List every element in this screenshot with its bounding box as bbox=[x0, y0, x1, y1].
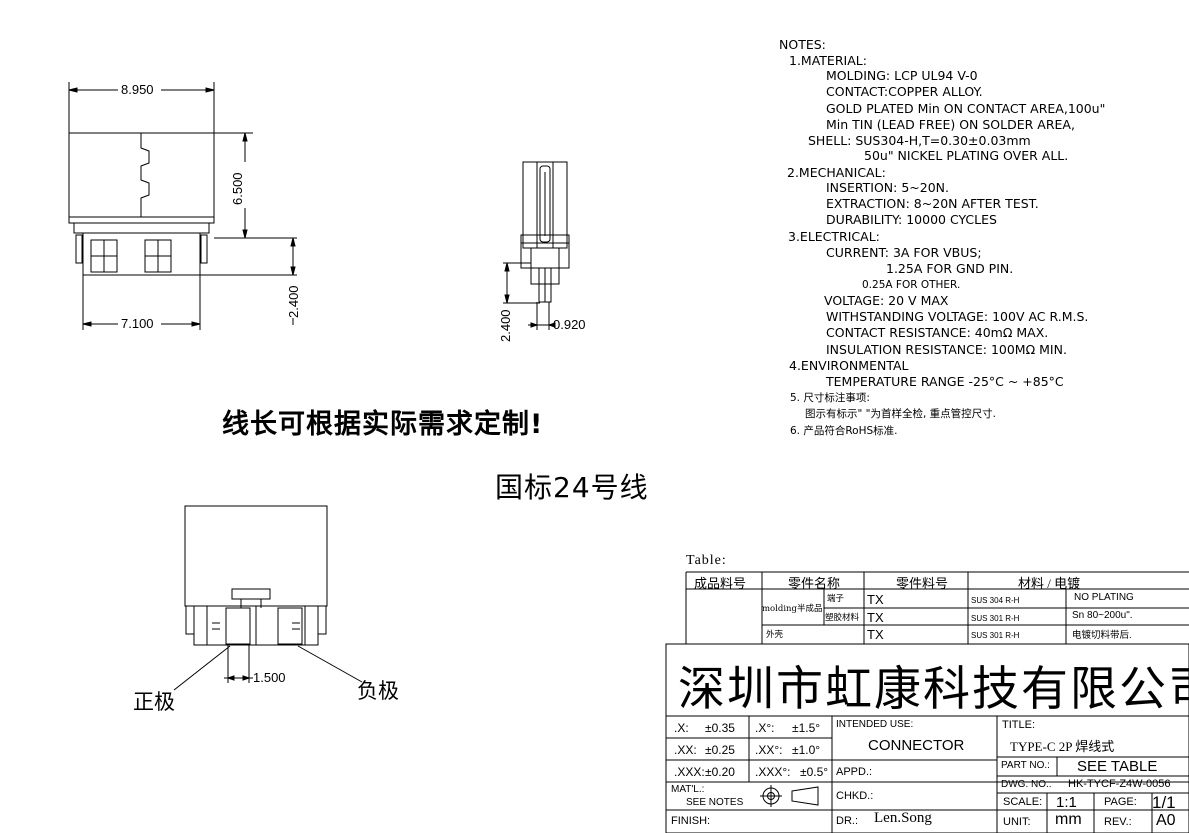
label-negative: 负极 bbox=[357, 679, 399, 703]
bom-cell-part: TX bbox=[867, 610, 884, 625]
note-line: MOLDING: LCP UL94 V-0 bbox=[826, 68, 978, 83]
bom-header: 零件料号 bbox=[896, 576, 949, 591]
note-line: GOLD PLATED Min ON CONTACT AREA,100u" bbox=[826, 101, 1106, 116]
bom-header: 材料 / 电镀 bbox=[1018, 576, 1081, 591]
projection-symbol-icon bbox=[760, 785, 819, 807]
note-line: 5. 尺寸标注事项: bbox=[790, 392, 870, 404]
bom-cell-name: 塑胶材料 bbox=[825, 612, 860, 622]
intended-use-label: INTENDED USE: bbox=[836, 719, 914, 730]
note-line: EXTRACTION: 8~20N AFTER TEST. bbox=[826, 196, 1039, 211]
bom-caption: Table: bbox=[686, 553, 727, 568]
dim-pin-pitch: 1.500 bbox=[253, 670, 286, 685]
side-dim-thickness: 0.920 bbox=[553, 317, 586, 332]
scale-value: 1:1 bbox=[1056, 794, 1077, 811]
rev-label: REV.: bbox=[1104, 816, 1132, 828]
bom-cell-plating: 电镀切料带后. bbox=[1072, 630, 1132, 641]
tol-value: ±0.25 bbox=[705, 743, 735, 757]
page-value: 1/1 bbox=[1152, 793, 1176, 812]
tol-ang-value: ±0.5° bbox=[800, 765, 829, 779]
note-line: Min TIN (LEAD FREE) ON SOLDER AREA, bbox=[826, 117, 1075, 132]
tol-ang-label: .XX°: bbox=[755, 743, 783, 757]
dim-width: 8.950 bbox=[121, 82, 154, 97]
page-label: PAGE: bbox=[1104, 796, 1137, 808]
tol-ang-label: .X°: bbox=[755, 721, 775, 735]
bom-header: 零件名称 bbox=[788, 576, 841, 591]
bom-header: 成品料号 bbox=[694, 576, 747, 591]
dr-label: DR.: bbox=[836, 815, 858, 827]
drawing-title: TYPE-C 2P 焊线式 bbox=[1010, 739, 1115, 754]
label-positive: 正极 bbox=[133, 690, 175, 714]
dwg-no-value: HK-TYCF-Z4W-0056 bbox=[1068, 778, 1171, 790]
unit-label: UNIT: bbox=[1003, 816, 1031, 828]
note-line: CONTACT RESISTANCE: 40mΩ MAX. bbox=[826, 325, 1049, 340]
bom-cell-part: TX bbox=[867, 592, 884, 607]
appd-label: APPD.: bbox=[836, 766, 873, 778]
dim-pin-height: 2.400 bbox=[286, 285, 301, 318]
drawer-name: Len.Song bbox=[874, 810, 932, 826]
tol-label: .XX: bbox=[674, 743, 697, 757]
side-view bbox=[503, 161, 570, 330]
tol-value: ±0.20 bbox=[705, 765, 735, 779]
bottom-view bbox=[173, 505, 363, 691]
dim-pin-span: 7.100 bbox=[121, 316, 154, 331]
note-line: 4.ENVIRONMENTAL bbox=[789, 358, 909, 373]
bom-cell-part: TX bbox=[867, 627, 884, 642]
tol-ang-value: ±1.0° bbox=[792, 743, 821, 757]
wire-gauge-note: 国标24号线 bbox=[495, 471, 649, 504]
bom-cell-material: SUS 301 R-H bbox=[971, 631, 1020, 640]
company-name: 深圳市虹康科技有限公司 bbox=[678, 662, 1189, 717]
note-line: VOLTAGE: 20 V MAX bbox=[824, 293, 949, 308]
bom-group-label: molding半成品 bbox=[762, 604, 823, 614]
finish-label: FINISH: bbox=[671, 815, 711, 827]
note-line: CURRENT: 3A FOR VBUS; bbox=[826, 245, 982, 260]
title-label: TITLE: bbox=[1002, 719, 1036, 731]
tol-ang-label: .XXX°: bbox=[755, 765, 791, 779]
note-line: INSULATION RESISTANCE: 100MΩ MIN. bbox=[826, 342, 1067, 357]
tol-label: .XXX: bbox=[674, 765, 705, 779]
chkd-label: CHKD.: bbox=[836, 790, 874, 802]
bom-cell-material: SUS 304 R-H bbox=[971, 596, 1020, 605]
note-line: 1.MATERIAL: bbox=[789, 53, 867, 68]
mat-label: MAT'L.: bbox=[671, 784, 705, 795]
note-line: DURABILITY: 10000 CYCLES bbox=[826, 212, 997, 227]
bom-cell-plating: NO PLATING bbox=[1074, 592, 1134, 603]
title-block-grid bbox=[665, 643, 1189, 833]
dwg-no-label: DWG. NO.: bbox=[1001, 779, 1052, 790]
custom-length-note: 线长可根据实际需求定制! bbox=[222, 409, 544, 440]
bom-cell-plating: Sn 80~200u". bbox=[1072, 610, 1133, 621]
notes-heading: NOTES: bbox=[779, 37, 826, 52]
note-line: TEMPERATURE RANGE -25°C ~ +85°C bbox=[826, 374, 1064, 389]
side-dim-pin-height: 2.400 bbox=[498, 309, 513, 342]
mat-value: SEE NOTES bbox=[686, 797, 744, 808]
tol-ang-value: ±1.5° bbox=[792, 721, 821, 735]
bom-cell-name: 外壳 bbox=[766, 629, 784, 639]
note-line: 2.MECHANICAL: bbox=[787, 165, 886, 180]
tol-label: .X: bbox=[674, 721, 689, 735]
note-line: WITHSTANDING VOLTAGE: 100V AC R.M.S. bbox=[826, 309, 1089, 324]
note-line: 0.25A FOR OTHER. bbox=[862, 279, 961, 291]
note-line: 1.25A FOR GND PIN. bbox=[886, 261, 1014, 276]
note-line: 50u" NICKEL PLATING OVER ALL. bbox=[864, 148, 1069, 163]
scale-label: SCALE: bbox=[1003, 796, 1043, 808]
note-line: CONTACT:COPPER ALLOY. bbox=[826, 84, 983, 99]
note-line: 6. 产品符合RoHS标准. bbox=[790, 425, 898, 437]
bom-grid bbox=[685, 571, 1189, 644]
intended-use-value: CONNECTOR bbox=[868, 737, 965, 754]
note-line: 图示有标示" "为首样全检, 重点管控尺寸. bbox=[805, 408, 997, 420]
front-view bbox=[68, 82, 297, 330]
part-no-value: SEE TABLE bbox=[1077, 758, 1158, 775]
rev-value: A0 bbox=[1156, 812, 1176, 829]
part-no-label: PART NO.: bbox=[1001, 760, 1050, 771]
bom-cell-name: 端子 bbox=[827, 593, 845, 603]
tol-value: ±0.35 bbox=[705, 721, 735, 735]
note-line: INSERTION: 5~20N. bbox=[826, 180, 949, 195]
dim-height: 6.500 bbox=[230, 172, 245, 205]
unit-value: mm bbox=[1055, 811, 1082, 828]
note-line: SHELL: SUS304-H,T=0.30±0.03mm bbox=[808, 133, 1031, 148]
bom-cell-material: SUS 301 R-H bbox=[971, 614, 1020, 623]
note-line: 3.ELECTRICAL: bbox=[788, 229, 880, 244]
